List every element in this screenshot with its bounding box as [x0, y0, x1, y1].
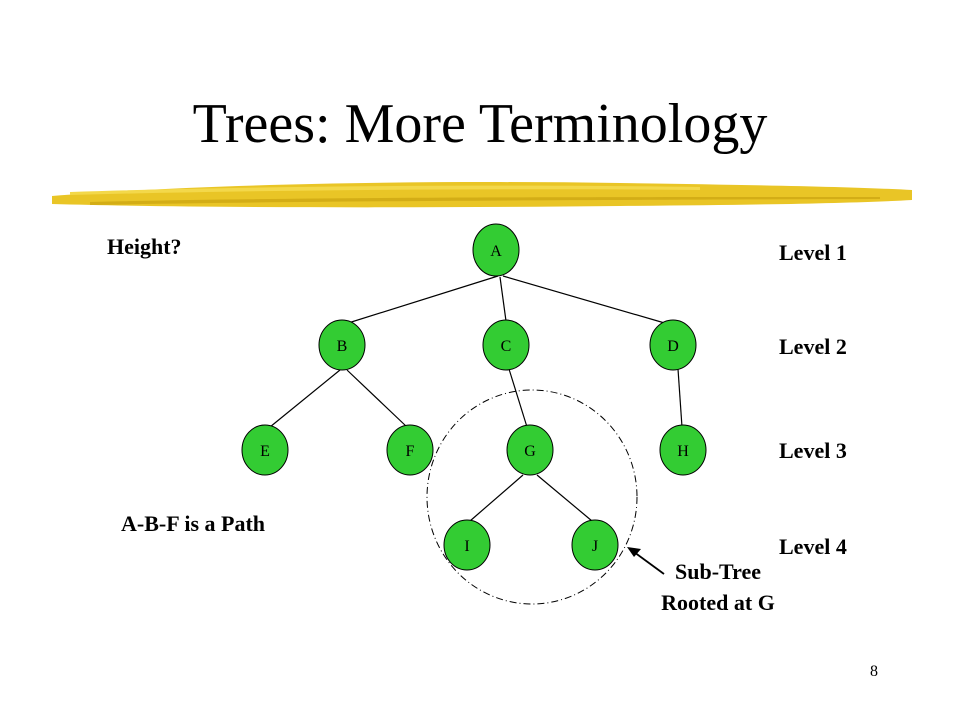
slide-title: Trees: More Terminology: [192, 93, 768, 155]
node-e: E: [241, 424, 289, 476]
node-label-f: F: [406, 443, 415, 460]
edge-g-i: [469, 474, 524, 522]
node-label-e: E: [260, 443, 270, 460]
edge-c-g: [508, 368, 528, 428]
title-underline: [52, 182, 912, 208]
node-label-d: D: [667, 338, 679, 355]
node-j: J: [571, 519, 619, 571]
tree-edges: [269, 275, 683, 522]
page-number: 8: [870, 663, 878, 680]
node-label-g: G: [524, 443, 536, 460]
subtree-circle: [426, 389, 638, 605]
height-question: Height?: [107, 234, 182, 259]
node-label-i: I: [464, 538, 469, 555]
edge-a-d: [502, 275, 669, 325]
node-label-c: C: [501, 338, 512, 355]
level-3-label: Level 3: [779, 438, 847, 463]
node-g: G: [506, 424, 554, 476]
node-a: A: [472, 223, 520, 277]
node-label-b: B: [337, 338, 348, 355]
node-i: I: [443, 519, 491, 571]
subtree-label: Sub-Tree Rooted at G: [648, 556, 788, 618]
edge-g-j: [536, 474, 593, 522]
level-1-label: Level 1: [779, 240, 847, 265]
subtree-arrow: [627, 547, 665, 575]
node-b: B: [318, 319, 366, 371]
subtree-label-line1: Sub-Tree: [675, 559, 761, 584]
node-h: H: [659, 424, 707, 476]
path-label: A-B-F is a Path: [121, 511, 266, 536]
node-d: D: [649, 319, 697, 371]
level-2-label: Level 2: [779, 334, 847, 359]
edge-a-c: [499, 276, 507, 322]
edge-d-h: [677, 368, 683, 428]
edge-b-f: [346, 369, 408, 428]
edge-a-b: [344, 275, 499, 325]
node-f: F: [386, 424, 434, 476]
node-label-j: J: [592, 538, 598, 555]
subtree-label-line2: Rooted at G: [661, 590, 775, 615]
level-4-label: Level 4: [779, 534, 847, 559]
node-c: C: [482, 319, 530, 371]
node-label-h: H: [677, 443, 689, 460]
node-label-a: A: [490, 243, 502, 260]
edge-b-e: [269, 369, 341, 428]
